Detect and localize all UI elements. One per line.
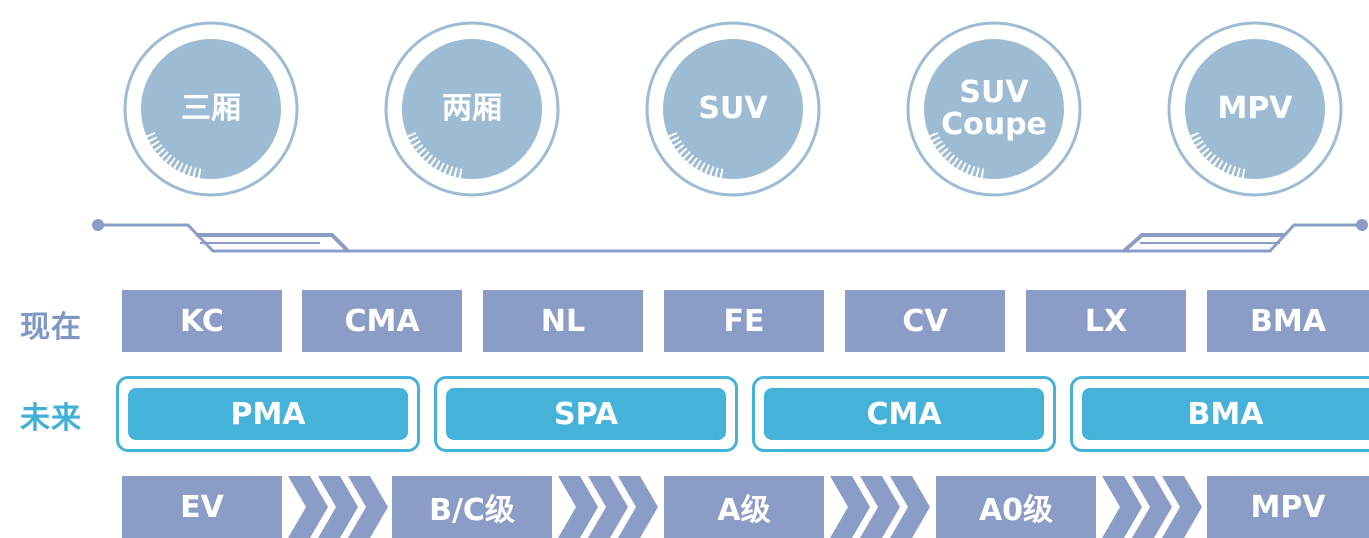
circle-gauge-icon <box>645 21 821 197</box>
circle-label: 两厢 <box>442 91 502 126</box>
future-platform: SPA <box>434 376 738 452</box>
chevron-right-icon <box>558 476 658 538</box>
future-platform: BMA <box>1070 376 1369 452</box>
evolution-stage: A级 <box>664 476 824 538</box>
chevron-right-icon <box>830 476 930 538</box>
row-label-future: 未来 <box>20 401 82 436</box>
chevron-right-icon <box>1102 476 1202 538</box>
now-platform: CMA <box>302 290 462 352</box>
future-platform: PMA <box>116 376 420 452</box>
circle-label: 三厢 <box>181 91 241 126</box>
now-platform: BMA <box>1207 290 1369 352</box>
chevron-right-icon <box>288 476 388 538</box>
connector-bracket <box>92 219 1368 253</box>
evolution-stage: MPV <box>1207 476 1369 538</box>
now-platform: CV <box>845 290 1005 352</box>
circle-gauge-icon <box>1167 21 1343 197</box>
future-platform: CMA <box>752 376 1056 452</box>
circle-sedan: 三厢 <box>122 14 300 204</box>
circle-gauge-icon <box>384 21 560 197</box>
circle-gauge-icon <box>906 21 1082 197</box>
circle-suv: SUV <box>644 14 822 204</box>
circle-label: SUV <box>698 91 768 126</box>
circle-suv-coupe: SUV Coupe <box>905 14 1083 204</box>
circle-label: SUV Coupe <box>941 75 1047 142</box>
circle-label: MPV <box>1217 91 1293 126</box>
now-platform: FE <box>664 290 824 352</box>
now-platform: LX <box>1026 290 1186 352</box>
row-label-now: 现在 <box>20 310 82 345</box>
evolution-stage: A0级 <box>936 476 1096 538</box>
now-platform: NL <box>483 290 643 352</box>
now-platform: KC <box>122 290 282 352</box>
evolution-stage: B/C级 <box>392 476 552 538</box>
circle-mpv: MPV <box>1166 14 1344 204</box>
circle-hatchback: 两厢 <box>383 14 561 204</box>
circle-gauge-icon <box>123 21 299 197</box>
evolution-stage: EV <box>122 476 282 538</box>
